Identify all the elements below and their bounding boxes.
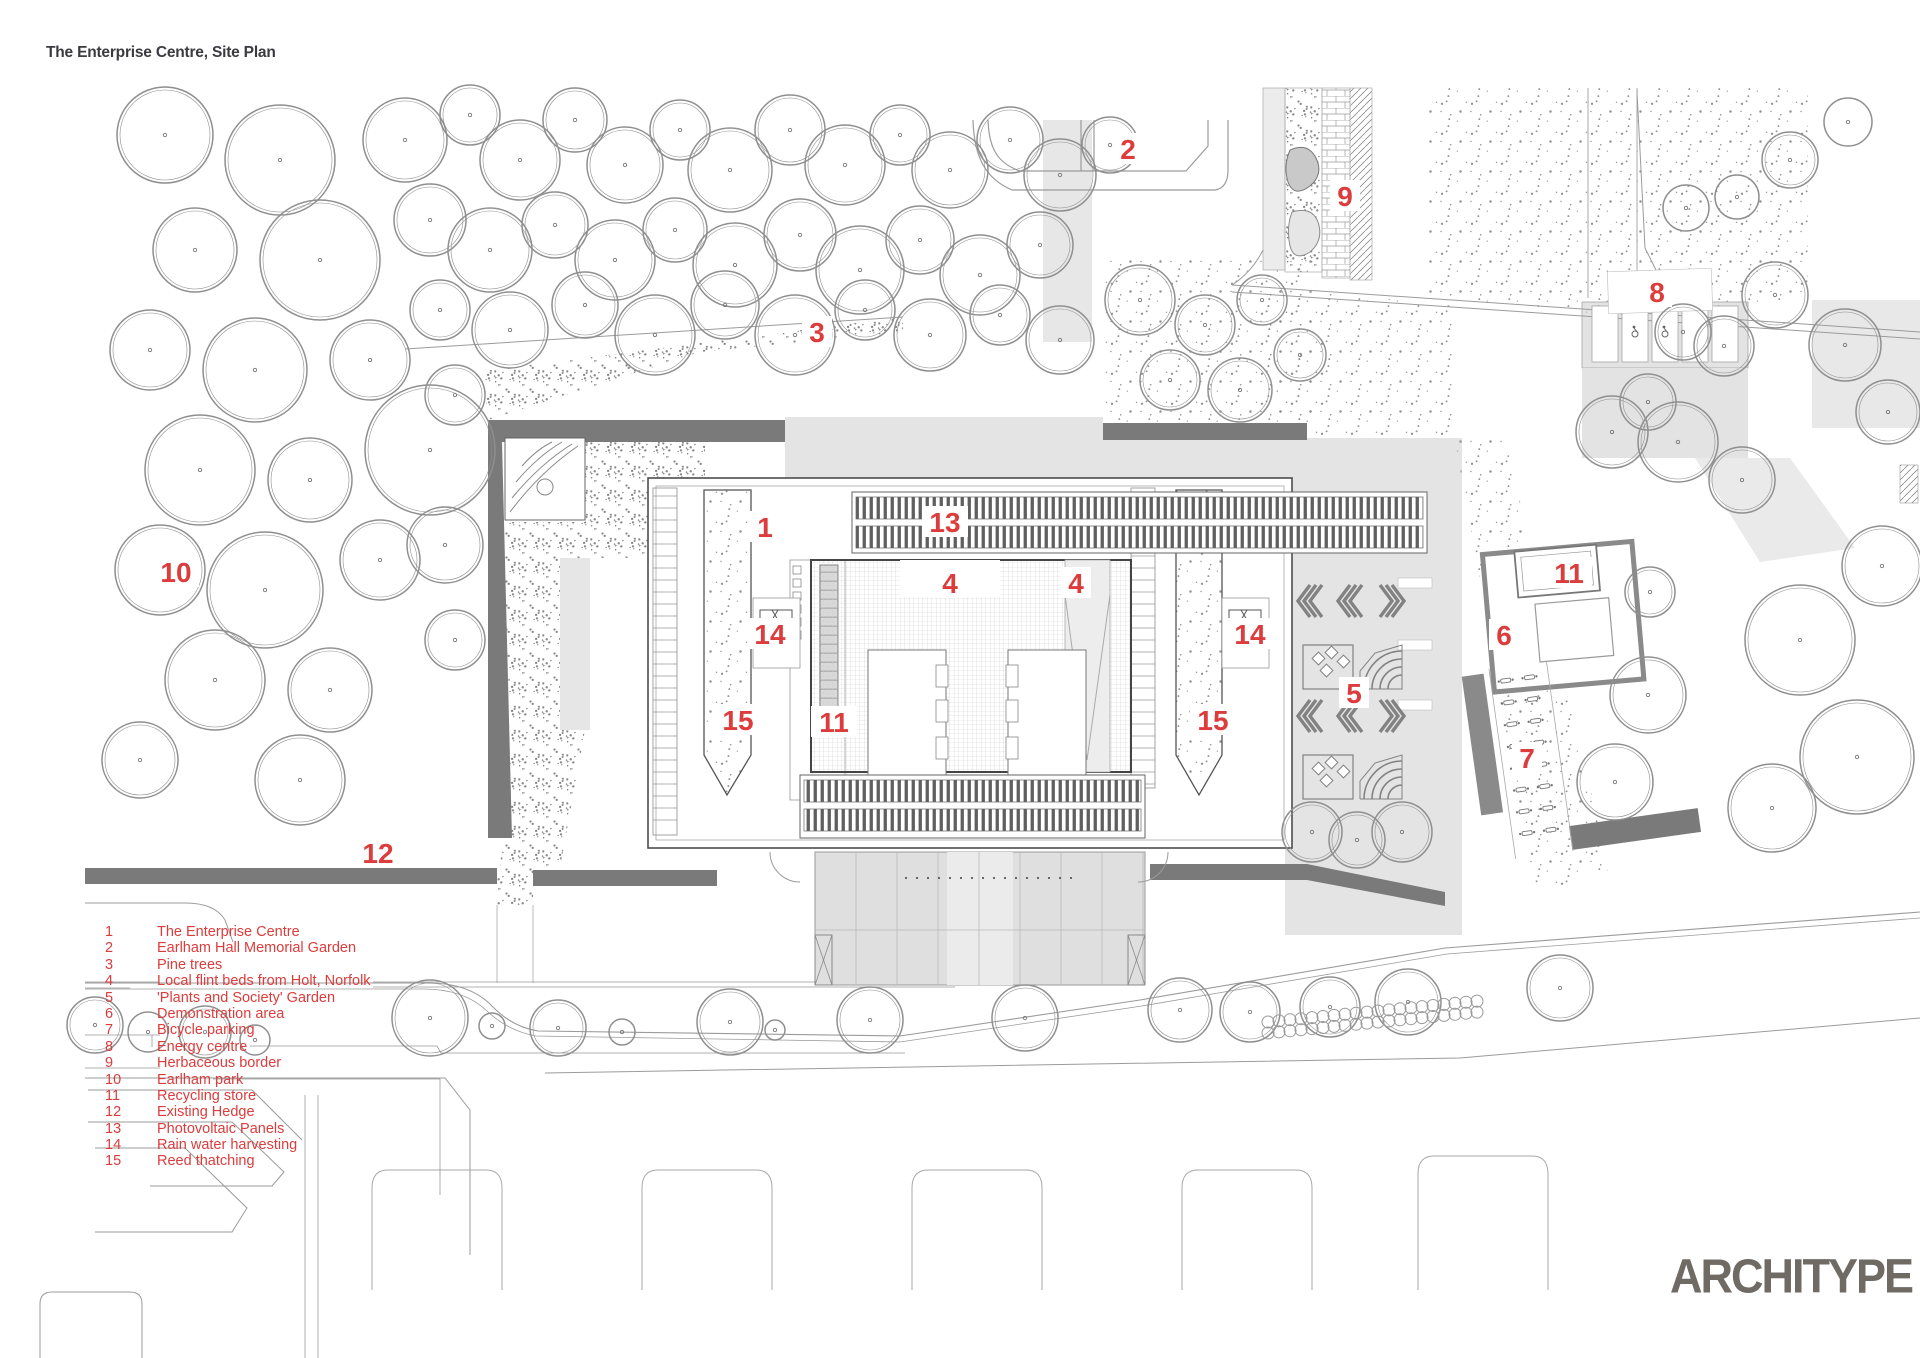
plan-label-15: 15 xyxy=(715,704,761,736)
plan-label-13: 13 xyxy=(922,506,968,538)
legend-item-6: 6 Demonstration area xyxy=(0,1006,420,1022)
legend-number: 9 xyxy=(105,1055,114,1072)
legend-number: 1 xyxy=(105,924,114,940)
legend-number: 14 xyxy=(105,1137,122,1154)
legend-number: 15 xyxy=(105,1153,122,1170)
plan-label-6: 6 xyxy=(1489,619,1519,651)
svg-text:15: 15 xyxy=(722,705,753,736)
svg-text:4: 4 xyxy=(1068,568,1084,599)
svg-text:8: 8 xyxy=(1649,277,1665,308)
svg-text:1: 1 xyxy=(757,512,773,543)
svg-text:14: 14 xyxy=(1234,619,1266,650)
legend-number: 8 xyxy=(105,1038,114,1055)
svg-text:4: 4 xyxy=(942,568,958,599)
plan-label-5: 5 xyxy=(1339,677,1369,709)
legend-number: 10 xyxy=(105,1071,122,1088)
legend-label: Reed thatching xyxy=(157,1153,255,1170)
plan-label-10: 10 xyxy=(153,556,199,588)
svg-text:3: 3 xyxy=(809,317,825,348)
legend-label: 'Plants and Society' Garden xyxy=(157,989,336,1006)
plan-label-15: 15 xyxy=(1190,704,1236,736)
legend-item-8: 8 Energy centre xyxy=(0,1039,420,1055)
legend-number: 5 xyxy=(105,989,114,1006)
svg-text:2: 2 xyxy=(1120,134,1136,165)
plan-label-11: 11 xyxy=(1546,557,1592,589)
legend-item-15: 15 Reed thatching xyxy=(0,1153,420,1169)
legend-label: Existing Hedge xyxy=(157,1104,255,1121)
svg-text:6: 6 xyxy=(1496,620,1512,651)
plan-label-14: 14 xyxy=(747,618,793,650)
legend-item-12: 12 Existing Hedge xyxy=(0,1104,420,1120)
plan-label-8: 8 xyxy=(1642,276,1672,308)
legend-item-2: 2 Earlham Hall Memorial Garden xyxy=(0,940,420,956)
svg-text:11: 11 xyxy=(819,707,849,738)
plan-label-9: 9 xyxy=(1330,180,1360,212)
legend-number: 7 xyxy=(105,1022,114,1039)
legend-label: Demonstration area xyxy=(157,1005,285,1022)
svg-text:14: 14 xyxy=(754,619,786,650)
legend-label: Recycling store xyxy=(157,1087,257,1104)
svg-text:13: 13 xyxy=(929,507,960,538)
svg-text:9: 9 xyxy=(1337,181,1353,212)
legend-label: Rain water harvesting xyxy=(157,1137,298,1154)
legend-item-9: 9 Herbaceous border xyxy=(0,1055,420,1071)
legend-item-10: 10 Earlham park xyxy=(0,1072,420,1088)
svg-text:5: 5 xyxy=(1346,678,1362,709)
legend-number: 3 xyxy=(105,956,114,973)
architype-logo: ARCHITYPE xyxy=(1670,1248,1914,1304)
plan-label-14: 14 xyxy=(1227,618,1273,650)
svg-text:12: 12 xyxy=(362,838,393,869)
legend-label: Local flint beds from Holt, Norfolk xyxy=(157,973,371,990)
legend-number: 6 xyxy=(105,1005,114,1022)
page-title: The Enterprise Centre, Site Plan xyxy=(46,44,276,61)
plan-label-2: 2 xyxy=(1113,133,1143,165)
legend-label: Earlham Hall Memorial Garden xyxy=(157,940,357,957)
legend-item-7: 7 Bicycle parking xyxy=(0,1022,420,1038)
legend-item-14: 14 Rain water harvesting xyxy=(0,1137,420,1153)
legend-label: Photovoltaic Panels xyxy=(157,1120,285,1137)
legend: 1 The Enterprise Centre 2 Earlham Hall Memo… xyxy=(0,924,420,1170)
legend-number: 12 xyxy=(105,1104,122,1121)
legend-item-1: 1 The Enterprise Centre xyxy=(0,924,420,940)
legend-number: 2 xyxy=(105,940,114,957)
plan-label-4: 4 xyxy=(1061,567,1091,599)
legend-item-5: 5 'Plants and Society' Garden xyxy=(0,990,420,1006)
legend-label: Energy centre xyxy=(157,1038,248,1055)
legend-item-11: 11 Recycling store xyxy=(0,1088,420,1104)
legend-label: Bicycle parking xyxy=(157,1022,255,1039)
legend-number: 4 xyxy=(105,973,114,990)
plan-label-4: 4 xyxy=(935,567,965,599)
legend-label: The Enterprise Centre xyxy=(157,924,300,940)
plan-label-12: 12 xyxy=(355,837,401,869)
legend-item-3: 3 Pine trees xyxy=(0,957,420,973)
legend-label: Pine trees xyxy=(157,956,223,973)
plan-label-11: 11 xyxy=(811,706,857,738)
legend-number: 11 xyxy=(105,1087,121,1104)
legend-number: 13 xyxy=(105,1120,122,1137)
plan-label-1: 1 xyxy=(750,511,780,543)
legend-item-13: 13 Photovoltaic Panels xyxy=(0,1121,420,1137)
svg-text:7: 7 xyxy=(1519,743,1535,774)
legend-item-4: 4 Local flint beds from Holt, Norfolk xyxy=(0,973,420,989)
plan-label-7: 7 xyxy=(1512,742,1542,774)
plan-label-3: 3 xyxy=(802,316,832,348)
svg-text:15: 15 xyxy=(1197,705,1228,736)
svg-text:11: 11 xyxy=(1554,558,1584,589)
legend-label: Herbaceous border xyxy=(157,1055,282,1072)
svg-text:10: 10 xyxy=(160,557,191,588)
legend-label: Earlham park xyxy=(157,1071,244,1088)
